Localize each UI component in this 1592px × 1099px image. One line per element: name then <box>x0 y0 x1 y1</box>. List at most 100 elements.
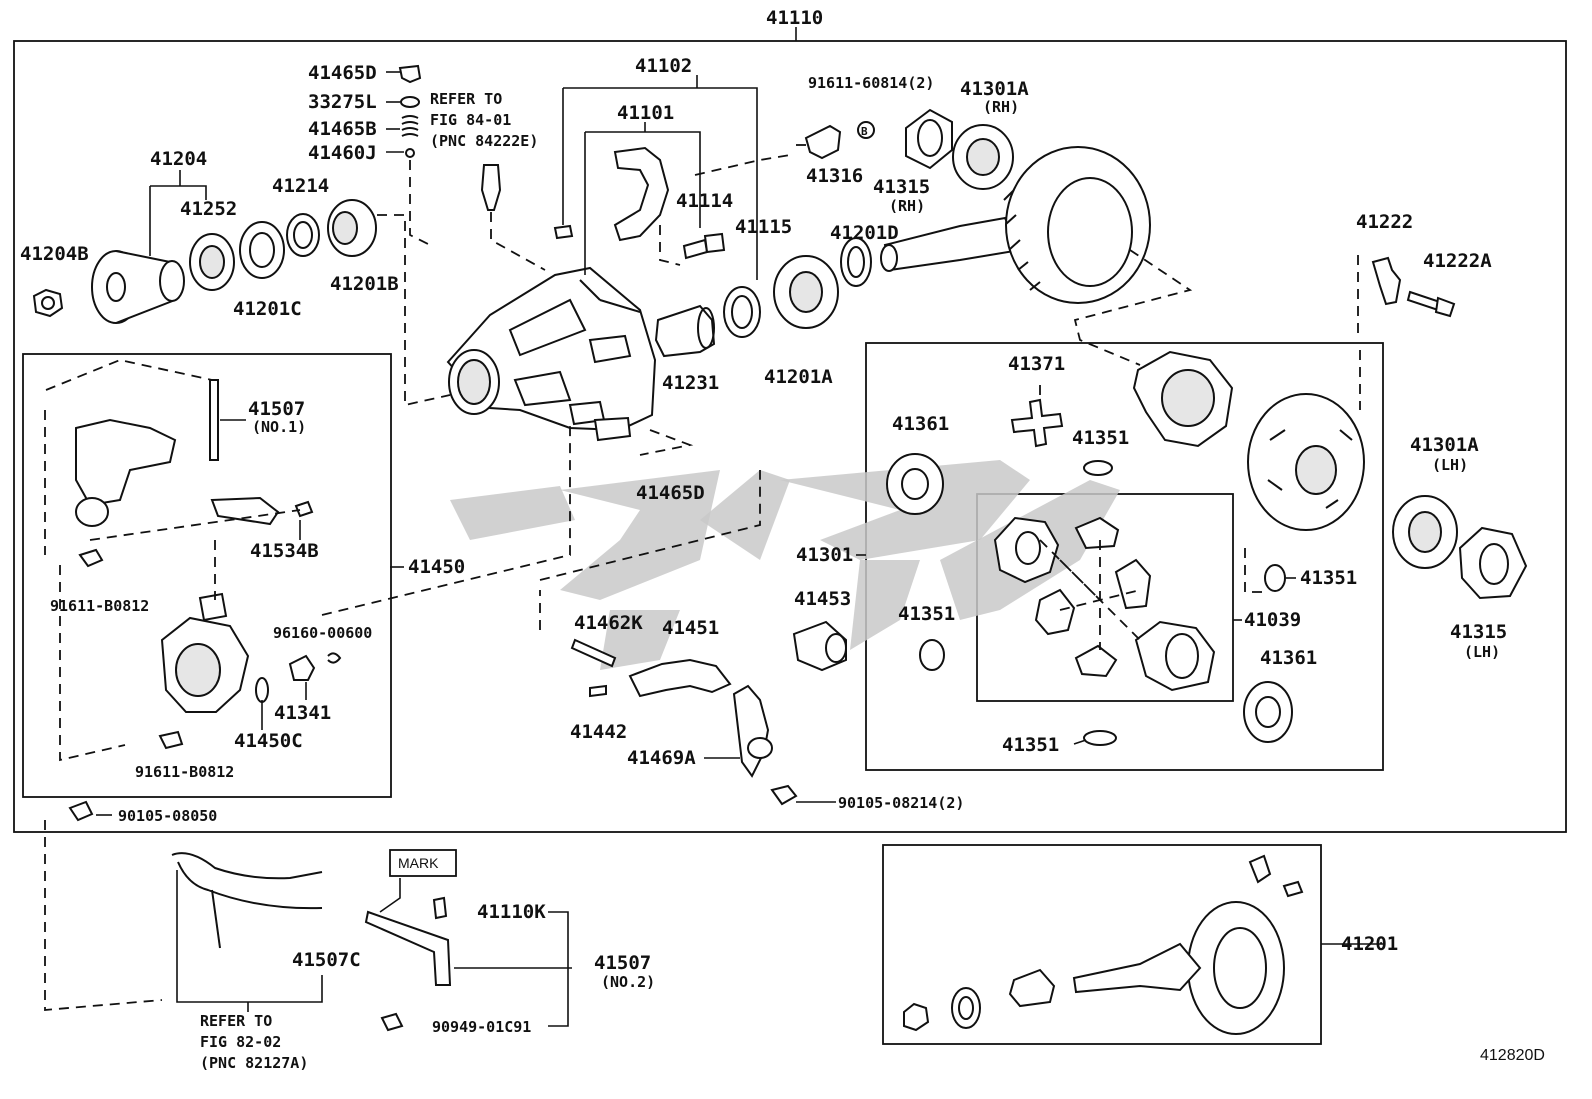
label-part: 41039 <box>1244 609 1301 631</box>
lh-bearing-group <box>1392 495 1528 600</box>
labels: 41110 41465D 33275L 41465B 41460J REFER … <box>20 7 1545 1072</box>
lock-plate-icon <box>804 124 842 160</box>
pinion-gear-icon <box>1074 644 1118 678</box>
label-part: 41316 <box>806 165 863 187</box>
pin-icon <box>553 224 574 240</box>
label-part: 41315 <box>873 176 930 198</box>
label-side: (LH) <box>1464 643 1500 661</box>
label-part: 41453 <box>794 588 851 610</box>
label-part: 41201A <box>764 366 833 388</box>
label-part: 41450 <box>408 556 465 578</box>
label-part: 41201D <box>830 222 899 244</box>
svg-text:B: B <box>861 125 868 138</box>
switch-icon <box>480 164 502 211</box>
label-part: 33275L <box>308 91 377 113</box>
bolt-icon <box>770 784 798 806</box>
refer-note-line: FIG 82-02 <box>200 1033 281 1051</box>
label-part: 41351 <box>1002 734 1059 756</box>
bushing-icon <box>288 654 316 681</box>
label-part: 41462K <box>574 612 643 634</box>
pinion-washer-icon <box>1264 564 1286 592</box>
spacer-ring-icon <box>723 286 761 338</box>
shift-arm-icon <box>732 684 770 778</box>
lock-clip-icon <box>1371 256 1402 306</box>
oil-seal-icon <box>951 987 981 1029</box>
frames <box>13 27 1567 1045</box>
mark-label: MARK <box>398 855 439 871</box>
shift-fork-assembly <box>553 75 791 280</box>
pinion-washer-icon <box>919 639 945 671</box>
mark-box <box>389 849 457 877</box>
label-part: 41450C <box>234 730 303 752</box>
shaft-pin-icon <box>209 379 219 461</box>
label-part: 41214 <box>272 175 329 197</box>
lower-left-parts <box>171 849 572 1032</box>
label-part: 41204B <box>20 243 89 265</box>
actuator-parts <box>44 359 342 762</box>
label-part: 41465D <box>308 62 377 84</box>
pinion-gear-icon <box>1034 588 1076 636</box>
label-part: 41465B <box>308 118 377 140</box>
label-part: 91611-B0812 <box>50 597 149 615</box>
bolt-head-icon <box>857 121 875 139</box>
bracket-icon <box>210 496 280 526</box>
leader-lines <box>96 71 1383 945</box>
o-ring-icon <box>255 677 269 703</box>
label-part: 41110K <box>477 901 546 923</box>
label-part: 41371 <box>1008 353 1065 375</box>
main-assembly-frame <box>13 40 1567 833</box>
side-gear-icon <box>1134 620 1216 692</box>
label-part: 41201B <box>330 273 399 295</box>
label-part: 41115 <box>735 216 792 238</box>
label-part: 41351 <box>1072 427 1129 449</box>
breather-parts <box>398 64 546 271</box>
label-part: 96160-00600 <box>273 624 372 642</box>
pinion-gear-icon <box>1114 558 1152 610</box>
label-side: (LH) <box>1432 456 1468 474</box>
side-gear-icon <box>993 516 1060 584</box>
drive-pinion-icon <box>883 216 1022 272</box>
label-part: 41361 <box>892 413 949 435</box>
label-part: 41102 <box>635 55 692 77</box>
carrier-housing-icon <box>446 266 694 456</box>
label-part: 41507C <box>292 949 361 971</box>
label-part: 41315 <box>1450 621 1507 643</box>
label-part: 41101 <box>617 102 674 124</box>
bolt-icon <box>682 238 709 260</box>
shift-lever-icon <box>628 658 732 698</box>
differential-parts <box>886 350 1365 746</box>
diagram-code: 412820D <box>1480 1047 1545 1064</box>
label-part: 91611-B0812 <box>135 763 234 781</box>
spacer-icon <box>286 213 320 257</box>
pinion-washer-icon <box>1083 730 1117 746</box>
refer-note-line: REFER TO <box>430 90 502 108</box>
pinion-washer-icon <box>1083 460 1113 476</box>
bearing-icon <box>239 221 285 279</box>
ball-icon <box>405 148 415 158</box>
drive-pinion-icon <box>1072 942 1202 994</box>
bolt-icon <box>68 800 94 822</box>
shift-pin-icon <box>570 638 617 668</box>
refer-note-line: (PNC 82127A) <box>200 1054 308 1072</box>
label-number: (NO.1) <box>252 418 306 436</box>
spring-icon <box>401 115 419 137</box>
refer-note-line: (PNC 84222E) <box>430 132 538 150</box>
clutch-sleeve-icon <box>792 620 847 672</box>
label-part: 41469A <box>627 747 696 769</box>
lock-group-right <box>1357 255 1456 410</box>
motor-connector-icon <box>198 592 228 622</box>
side-gear-washer-icon <box>886 453 944 515</box>
ring-pinion-kit-parts <box>903 854 1304 1035</box>
label-part: 41301 <box>796 544 853 566</box>
label-part: 41222 <box>1356 211 1413 233</box>
label-part: 41301A <box>1410 434 1479 456</box>
label-side: (RH) <box>889 197 925 215</box>
label-part: 91611-60814(2) <box>808 74 934 92</box>
label-part: 41351 <box>898 603 955 625</box>
cross-shaft-icon <box>1010 398 1064 448</box>
label-part: 41222A <box>1423 250 1492 272</box>
key-pin-icon <box>589 684 607 698</box>
bolt-icon <box>78 548 104 568</box>
